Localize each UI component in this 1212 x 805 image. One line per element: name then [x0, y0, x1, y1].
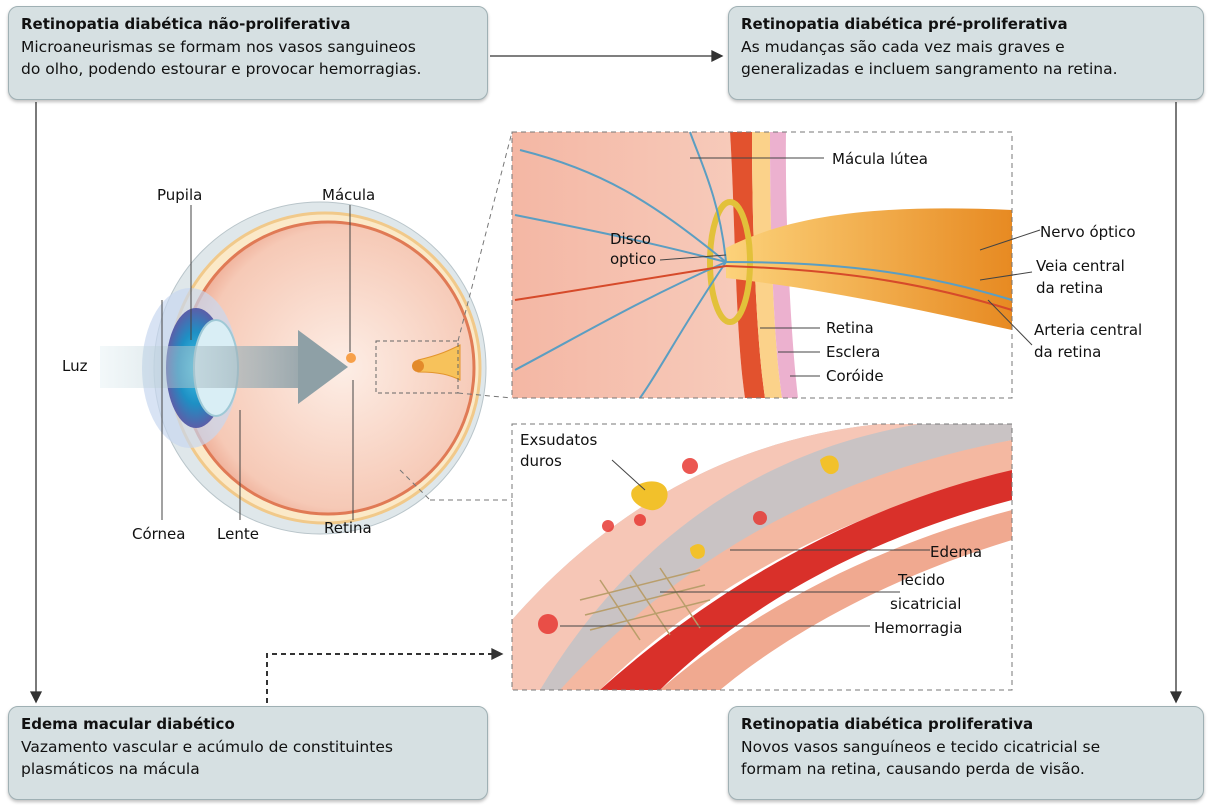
- label-lente: Lente: [217, 524, 259, 544]
- box-desc-line1: Microaneurismas se formam nos vasos sang…: [21, 36, 475, 58]
- label-edema: Edema: [930, 542, 982, 562]
- label-macula-lutea: Mácula lútea: [832, 149, 928, 169]
- label-luz: Luz: [62, 356, 87, 376]
- label-veia-1: Veia central: [1036, 256, 1125, 276]
- label-macula: Mácula: [322, 185, 375, 205]
- label-cornea: Córnea: [132, 524, 185, 544]
- label-arteria-2: da retina: [1034, 342, 1101, 362]
- eye-illustration: [100, 202, 486, 534]
- box-desc-line2: generalizadas e incluem sangramento na r…: [741, 58, 1191, 80]
- label-nervo-optico: Nervo óptico: [1040, 222, 1136, 242]
- label-exsudatos-2: duros: [520, 451, 562, 471]
- label-veia-2: da retina: [1036, 278, 1103, 298]
- box-desc-line1: Vazamento vascular e acúmulo de constitu…: [21, 736, 475, 758]
- label-disco-2: optico: [610, 249, 656, 269]
- box-desc-line2: do olho, podendo estourar e provocar hem…: [21, 58, 475, 80]
- box-title: Retinopatia diabética não-proliferativa: [21, 15, 475, 33]
- box-proliferative: Retinopatia diabética proliferativa Novo…: [728, 706, 1204, 800]
- label-tecido-1: Tecido: [898, 570, 945, 590]
- box-macular-edema: Edema macular diabético Vazamento vascul…: [8, 706, 488, 800]
- label-tecido-2: sicatricial: [890, 594, 961, 614]
- box-pre-proliferative: Retinopatia diabética pré-proliferativa …: [728, 6, 1204, 100]
- label-retina-eye: Retina: [324, 518, 372, 538]
- box-desc-line2: formam na retina, causando perda de visã…: [741, 758, 1191, 780]
- label-hemorragia: Hemorragia: [874, 618, 962, 638]
- box-desc-line1: Novos vasos sanguíneos e tecido cicatric…: [741, 736, 1191, 758]
- box-title: Edema macular diabético: [21, 715, 475, 733]
- label-disco-1: Disco: [610, 229, 651, 249]
- box-desc-line1: As mudanças são cada vez mais graves e: [741, 36, 1191, 58]
- box-non-proliferative: Retinopatia diabética não-proliferativa …: [8, 6, 488, 100]
- optic-nerve-detail: [512, 132, 1012, 398]
- box-title: Retinopatia diabética pré-proliferativa: [741, 15, 1191, 33]
- label-arteria-1: Arteria central: [1034, 320, 1142, 340]
- label-pupila: Pupila: [157, 185, 202, 205]
- box-title: Retinopatia diabética proliferativa: [741, 715, 1191, 733]
- label-esclera: Esclera: [826, 342, 880, 362]
- label-exsudatos-1: Exsudatos: [520, 430, 597, 450]
- label-coroide: Coróide: [826, 366, 884, 386]
- label-retina-detail: Retina: [826, 318, 874, 338]
- box-desc-line2: plasmáticos na mácula: [21, 758, 475, 780]
